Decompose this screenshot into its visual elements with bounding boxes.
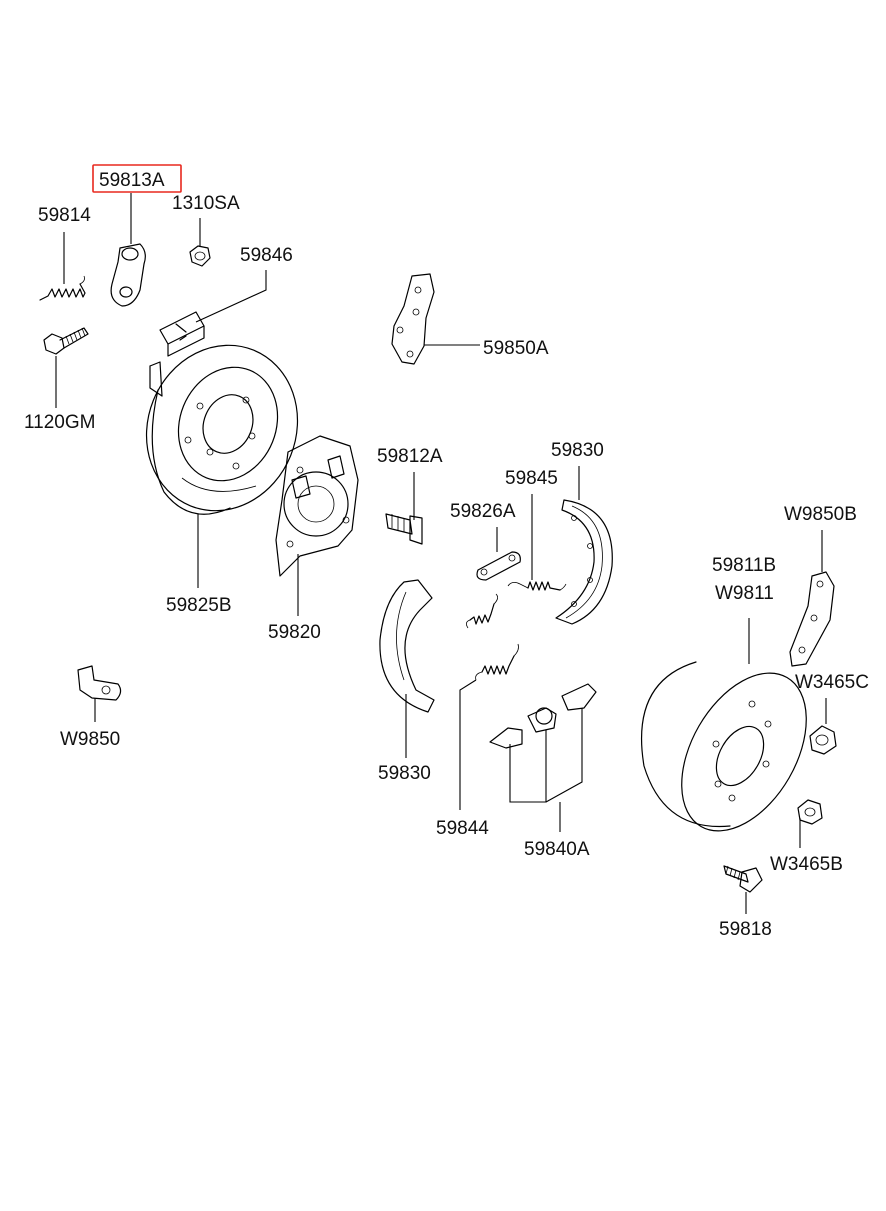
part-59814-spring[interactable]: [39, 275, 86, 301]
callout-59850A[interactable]: 59850A: [483, 338, 549, 359]
callout-59840A[interactable]: 59840A: [524, 839, 590, 860]
part-59825B-drum[interactable]: [122, 322, 322, 533]
callout-59845[interactable]: 59845: [505, 468, 558, 489]
part-W9850-bracket[interactable]: [77, 665, 122, 701]
part-59811B-brake-drum[interactable]: [640, 652, 832, 853]
part-59845-spring[interactable]: [507, 581, 567, 591]
callout-59825B[interactable]: 59825B: [166, 595, 232, 616]
part-1120GM-bolt[interactable]: [43, 327, 89, 355]
callout-W9811[interactable]: W9811: [715, 583, 774, 604]
part-small-spring[interactable]: [466, 593, 498, 629]
callout-1120GM[interactable]: 1120GM: [24, 412, 95, 433]
part-59826A-link[interactable]: [476, 551, 521, 581]
part-59850A-bracket[interactable]: [391, 273, 435, 365]
callout-59830-top[interactable]: 59830: [551, 440, 604, 461]
part-W3465B-nut[interactable]: [797, 799, 823, 825]
highlight-box-59813A[interactable]: [92, 164, 182, 193]
callout-W9850[interactable]: W9850: [60, 729, 120, 750]
callout-59818[interactable]: 59818: [719, 919, 772, 940]
part-W3465C-nut[interactable]: [809, 725, 837, 755]
callout-59844[interactable]: 59844: [436, 818, 489, 839]
part-1310SA-nut[interactable]: [189, 245, 211, 267]
part-59840A-adjuster[interactable]: [489, 683, 597, 749]
part-59846-clip[interactable]: [159, 311, 205, 357]
callout-W9850B[interactable]: W9850B: [784, 504, 857, 525]
callout-59826A[interactable]: 59826A: [450, 501, 516, 522]
callout-59830-bottom[interactable]: 59830: [378, 763, 431, 784]
part-59830-bottom-shoe[interactable]: [379, 579, 435, 713]
callout-59812A[interactable]: 59812A: [377, 446, 443, 467]
part-W9850B-bracket[interactable]: [789, 571, 835, 667]
callout-1310SA[interactable]: 1310SA: [172, 193, 240, 214]
callout-59814[interactable]: 59814: [38, 205, 91, 226]
callout-59820[interactable]: 59820: [268, 622, 321, 643]
callout-W3465C[interactable]: W3465C: [795, 672, 869, 693]
callout-59813A[interactable]: 59813A: [99, 170, 165, 191]
part-59812A-pin[interactable]: [385, 513, 423, 545]
part-59820-backing-plate[interactable]: [275, 435, 359, 577]
callout-59811B[interactable]: 59811B: [712, 555, 776, 576]
callout-59846[interactable]: 59846: [240, 245, 293, 266]
part-59818-bolt[interactable]: [723, 865, 763, 893]
part-59830-top-shoe[interactable]: [555, 499, 613, 625]
callout-W3465B[interactable]: W3465B: [770, 854, 843, 875]
part-59844-spring[interactable]: [475, 643, 519, 681]
part-59813A-lever[interactable]: [110, 243, 146, 307]
